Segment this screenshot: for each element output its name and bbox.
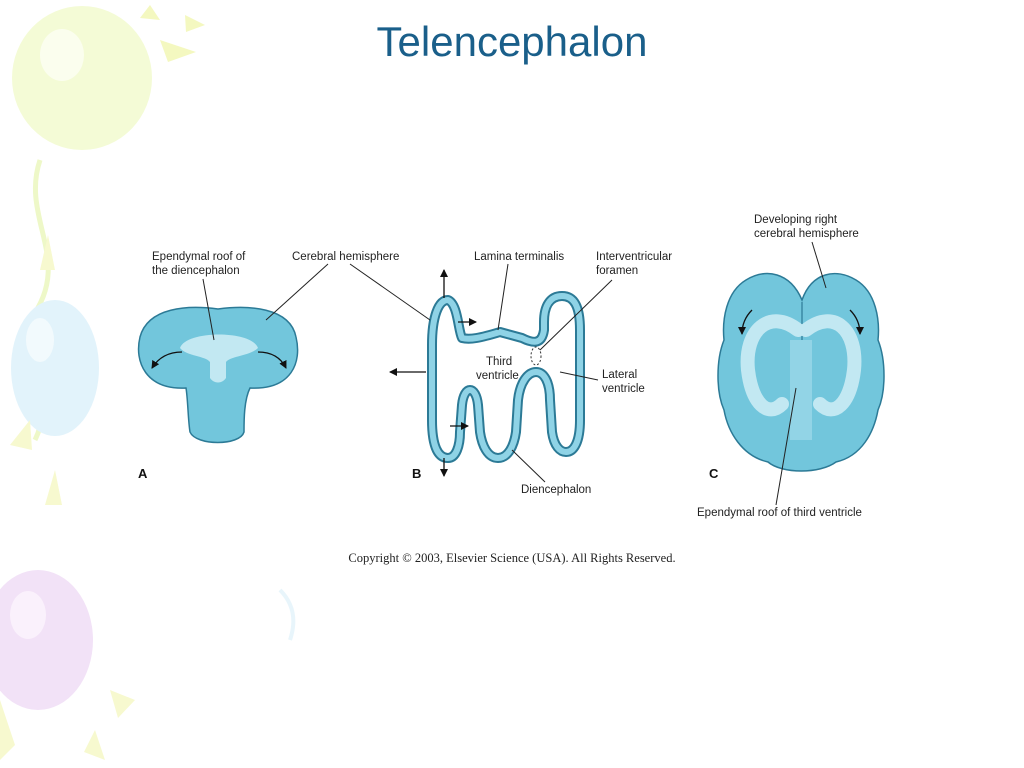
- label-lateral-ventricle-1: Lateral: [602, 369, 637, 381]
- leader-interventricular-foramen: [539, 279, 613, 351]
- leader-lateral-ventricle: [559, 371, 599, 381]
- panel-c-third-ventricle-roof: [790, 340, 812, 440]
- panel-label-a: A: [138, 466, 148, 481]
- label-interventricular-foramen-1: Interventricular: [596, 251, 672, 263]
- panel-c-right-ventricle: [799, 314, 862, 417]
- panel-a-right-arrow: [257, 351, 287, 369]
- panel-a-ventricle: [180, 334, 258, 383]
- label-diencephalon: Diencephalon: [521, 484, 591, 496]
- label-interventricular-foramen-2: foramen: [596, 265, 638, 277]
- label-lamina-terminalis: Lamina terminalis: [474, 251, 564, 263]
- label-ependymal-roof-diencephalon-2: the diencephalon: [152, 265, 240, 277]
- panel-c-left-arrow: [738, 309, 753, 335]
- panel-b: Cerebral hemisphere Lamina terminalis In…: [265, 251, 672, 496]
- leader-cerebral-hemisphere-a: [265, 263, 329, 321]
- slide-title: Telencephalon: [376, 18, 648, 65]
- label-third-ventricle-1: Third: [486, 356, 512, 368]
- label-developing-right-hemisphere-1: Developing right: [754, 214, 838, 226]
- panel-c-right-arrow: [849, 309, 864, 335]
- panel-c-left-ventricle: [740, 314, 805, 417]
- leader-ependymal-roof-third-ventricle: [775, 387, 797, 506]
- copyright-notice: Copyright © 2003, Elsevier Science (USA)…: [348, 551, 676, 565]
- panel-label-b: B: [412, 466, 421, 481]
- label-cerebral-hemisphere: Cerebral hemisphere: [292, 251, 399, 263]
- leader-ependymal-roof: [202, 278, 215, 341]
- label-third-ventricle-2: ventricle: [476, 370, 519, 382]
- leader-diencephalon: [511, 449, 546, 483]
- panel-a-left-arrow: [151, 351, 183, 369]
- label-ependymal-roof-diencephalon-1: Ependymal roof of: [152, 251, 246, 263]
- panel-c: Developing right cerebral hemisphere Epe…: [697, 214, 885, 519]
- interventricular-foramen-marker: [530, 346, 542, 366]
- panel-label-c: C: [709, 466, 719, 481]
- label-developing-right-hemisphere-2: cerebral hemisphere: [754, 228, 859, 240]
- leader-lamina-terminalis: [497, 263, 509, 331]
- label-lateral-ventricle-2: ventricle: [602, 383, 645, 395]
- panel-a: Ependymal roof of the diencephalon A: [137, 251, 299, 481]
- leader-cerebral-hemisphere-b: [349, 263, 431, 321]
- label-ependymal-roof-third-ventricle: Ependymal roof of third ventricle: [697, 507, 862, 519]
- leader-developing-right-hemisphere: [811, 241, 827, 289]
